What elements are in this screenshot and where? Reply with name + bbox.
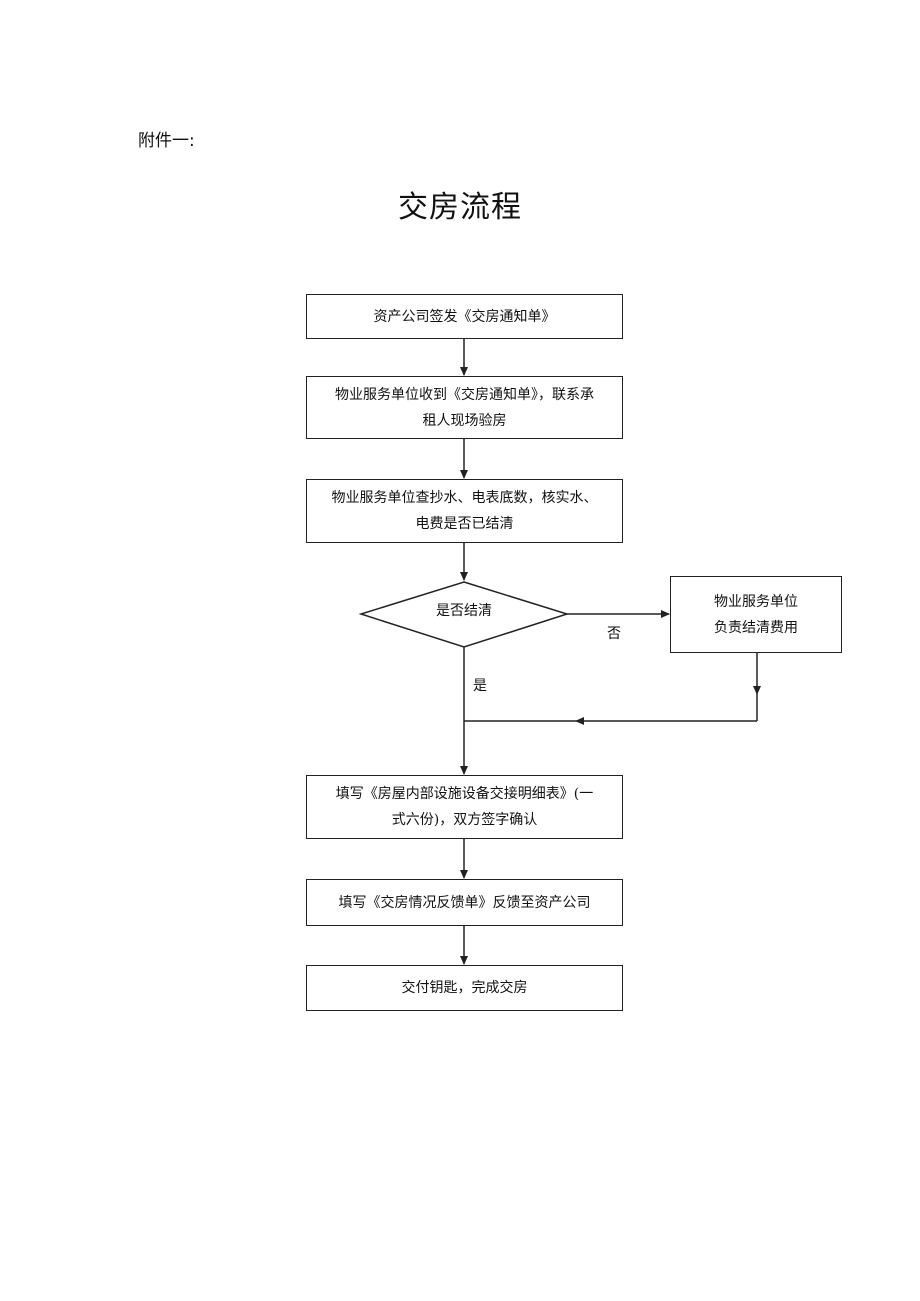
side-text-line2: 负责结清费用 (714, 619, 798, 636)
step3-text-line2: 电费是否已结清 (415, 516, 514, 532)
page-title: 交房流程 (398, 190, 522, 225)
step2-text-line1: 物业服务单位收到《交房通知单》，联系承 (335, 386, 594, 403)
step4-text-line1: 填写《房屋内部设施设备交接明细表》(一 (335, 786, 594, 802)
decision-label: 是否结清 (436, 603, 492, 619)
branch-yes-label: 是 (473, 678, 487, 694)
step6-text: 交付钥匙，完成交房 (401, 980, 528, 996)
flow-box-side-settle: 物业服务单位 负责结清费用 (670, 576, 842, 653)
step2-text-line2: 租人现场验房 (422, 412, 507, 429)
branch-no-label: 否 (607, 626, 621, 642)
flow-box-step3: 物业服务单位查抄水、电表底数，核实水、 电费是否已结清 (306, 479, 623, 543)
attachment-label: 附件一: (138, 131, 195, 151)
side-text-line1: 物业服务单位 (714, 593, 798, 610)
flow-box-step1: 资产公司签发《交房通知单》 (306, 294, 623, 339)
flow-box-step5: 填写《交房情况反馈单》反馈至资产公司 (306, 879, 623, 926)
step4-text-line2: 式六份)，双方签字确认 (391, 812, 538, 828)
step5-text: 填写《交房情况反馈单》反馈至资产公司 (338, 894, 591, 911)
flow-box-step4: 填写《房屋内部设施设备交接明细表》(一 式六份)，双方签字确认 (306, 775, 623, 839)
step3-text-line1: 物业服务单位查抄水、电表底数，核实水、 (331, 490, 598, 506)
step1-text: 资产公司签发《交房通知单》 (373, 308, 556, 325)
flow-box-step6: 交付钥匙，完成交房 (306, 965, 623, 1011)
flow-box-step2: 物业服务单位收到《交房通知单》，联系承 租人现场验房 (306, 376, 623, 439)
